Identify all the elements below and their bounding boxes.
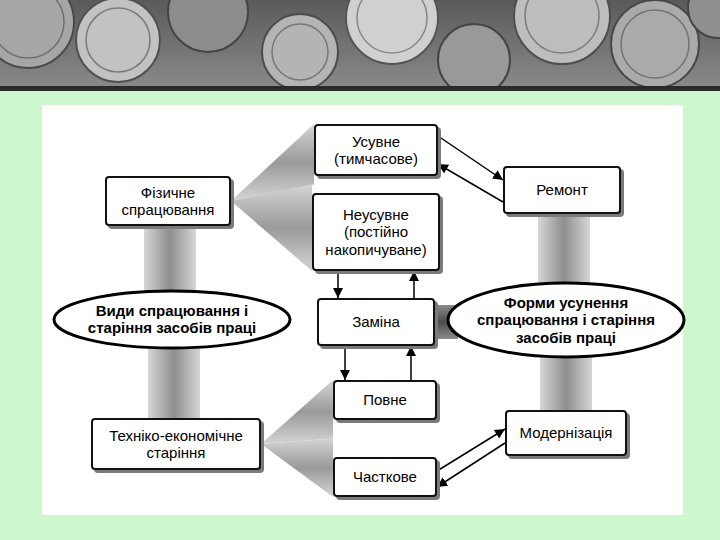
band-connector <box>538 214 590 293</box>
process-box: Ремонт <box>503 166 621 214</box>
arrow-connector <box>438 136 503 180</box>
node-label: Види спрацювання і старіння засобів прац… <box>72 302 272 337</box>
category-ellipse: Форми усунення спрацювання і старіння за… <box>446 281 686 359</box>
node-label: Фізичне спрацювання <box>115 184 221 219</box>
node-label: Повне <box>363 391 407 408</box>
arrow-connector <box>437 443 505 487</box>
process-box: Техніко-економічне старіння <box>91 418 261 470</box>
banner-rule <box>0 86 720 91</box>
white-panel <box>42 105 683 515</box>
arrow-connector <box>413 271 415 298</box>
band-connector <box>148 338 200 419</box>
wedge-connector <box>231 185 312 272</box>
node-label: Усувне (тимчасове) <box>324 133 428 168</box>
node-label: Неусувне (постійно накопичуване) <box>322 206 430 258</box>
coins-photo <box>0 0 720 88</box>
process-box: Повне <box>333 380 437 420</box>
arrow-connector <box>337 271 339 298</box>
process-box: Усувне (тимчасове) <box>314 124 438 176</box>
node-label: Часткове <box>353 468 417 485</box>
node-label: Модернізація <box>520 424 613 441</box>
wedge-connector <box>261 439 333 498</box>
process-box: Фізичне спрацювання <box>105 176 231 226</box>
process-box: Модернізація <box>505 410 627 456</box>
process-box: Неусувне (постійно накопичуване) <box>312 193 440 271</box>
arrow-connector <box>344 346 346 380</box>
process-box: Заміна <box>317 298 435 346</box>
process-box: Часткове <box>333 457 437 497</box>
category-ellipse: Види спрацювання і старіння засобів прац… <box>52 289 292 350</box>
node-label: Заміна <box>352 313 400 330</box>
wedge-connector <box>261 380 333 444</box>
node-label: Техніко-економічне старіння <box>101 427 251 462</box>
arrow-connector <box>438 164 503 202</box>
node-label: Ремонт <box>536 181 588 198</box>
node-label: Форми усунення спрацювання і старіння за… <box>466 294 666 346</box>
arrow-connector <box>410 346 412 380</box>
